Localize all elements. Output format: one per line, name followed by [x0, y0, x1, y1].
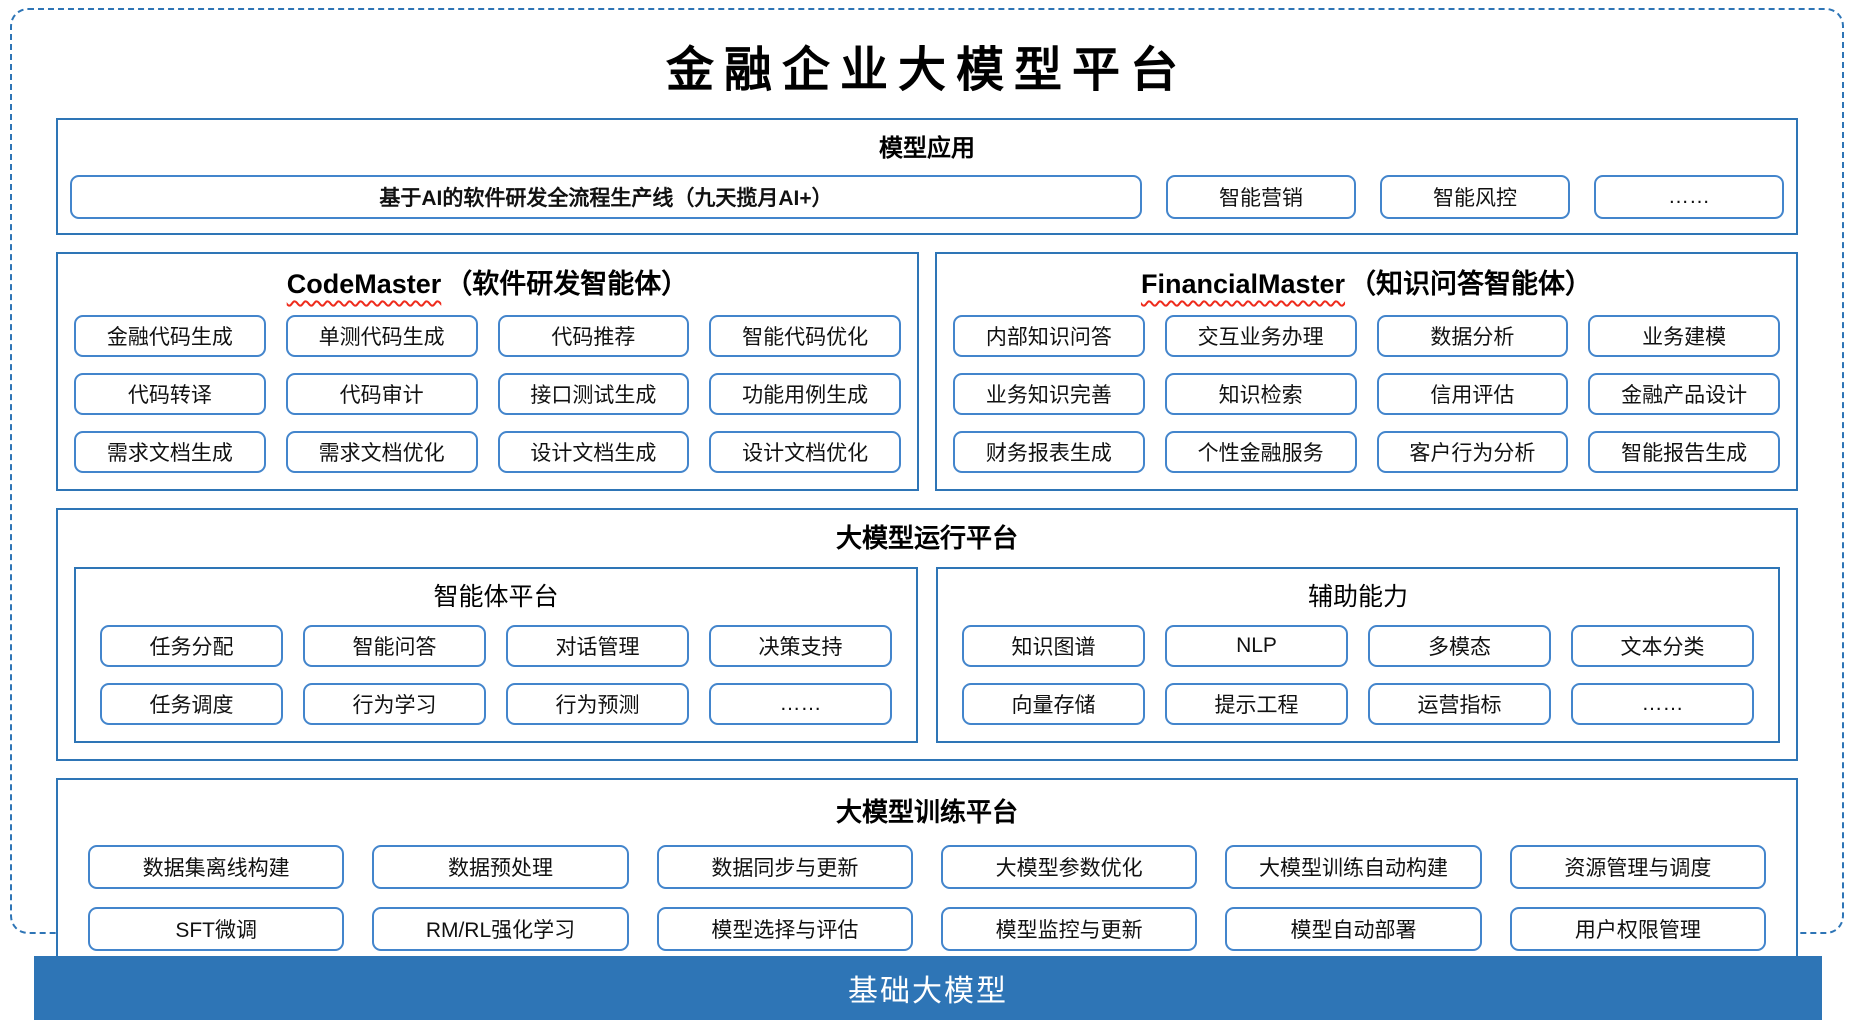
- capability-box: 行为预测: [506, 683, 689, 725]
- financialmaster-header: FinancialMaster（知识问答智能体）: [953, 254, 1780, 301]
- agent-platform-header: 智能体平台: [433, 583, 559, 611]
- capability-box: 大模型训练自动构建: [1225, 845, 1482, 889]
- training-items-grid: 数据集离线构建 数据预处理 数据同步与更新 大模型参数优化 大模型训练自动构建 …: [88, 845, 1766, 951]
- capability-box: SFT微调: [88, 907, 345, 951]
- model-app-header: 模型应用: [879, 135, 975, 162]
- capability-box: 代码转译: [74, 373, 266, 415]
- auxiliary-capability-header: 辅助能力: [1307, 583, 1408, 611]
- capability-box: 代码审计: [285, 373, 478, 415]
- training-header: 大模型训练平台: [835, 797, 1018, 827]
- codemaster-header: CodeMaster（软件研发智能体）: [74, 254, 901, 301]
- financialmaster-subtitle: （知识问答智能体）: [1349, 269, 1593, 299]
- capability-box: 知识检索: [1164, 373, 1357, 415]
- model-app-items-row: 基于AI的软件研发全流程生产线（九天揽月AI+） 智能营销 智能风控 ……: [70, 175, 1784, 219]
- model-app-item: 智能营销: [1166, 175, 1356, 219]
- capability-box: RM/RL强化学习: [372, 907, 629, 951]
- capability-box: 交互业务办理: [1164, 315, 1357, 357]
- capability-box: 财务报表生成: [953, 431, 1145, 473]
- capability-box: 智能报告生成: [1588, 431, 1780, 473]
- capability-box: 智能代码优化: [709, 315, 901, 357]
- capability-box: 模型监控与更新: [941, 907, 1198, 951]
- capability-box: ……: [1571, 683, 1754, 725]
- capability-box: 单测代码生成: [285, 315, 478, 357]
- capability-box: 设计文档优化: [709, 431, 901, 473]
- capability-box: 多模态: [1368, 625, 1551, 667]
- capability-box: 代码推荐: [497, 315, 690, 357]
- capability-box: 业务知识完善: [953, 373, 1145, 415]
- agent-platform-subsection: 智能体平台 任务分配 智能问答 对话管理 决策支持 任务调度 行为学习 行为预测…: [74, 567, 918, 743]
- capability-box: 接口测试生成: [497, 373, 690, 415]
- capability-box: 大模型参数优化: [941, 845, 1198, 889]
- capability-box: 业务建模: [1588, 315, 1780, 357]
- capability-box: 运营指标: [1368, 683, 1551, 725]
- capability-box: 提示工程: [1165, 683, 1348, 725]
- runtime-section: 大模型运行平台 智能体平台 任务分配 智能问答 对话管理 决策支持 任务调度 行…: [56, 508, 1798, 761]
- codemaster-name: CodeMaster: [286, 269, 442, 299]
- capability-box: 数据同步与更新: [656, 845, 913, 889]
- capability-box: 设计文档生成: [497, 431, 690, 473]
- auxiliary-capability-items-grid: 知识图谱 NLP 多模态 文本分类 向量存储 提示工程 运营指标 ……: [962, 625, 1754, 725]
- capability-box: NLP: [1165, 625, 1348, 667]
- runtime-header: 大模型运行平台: [835, 523, 1018, 553]
- capability-box: 智能问答: [303, 625, 486, 667]
- codemaster-items-grid: 金融代码生成 单测代码生成 代码推荐 智能代码优化 代码转译 代码审计 接口测试…: [74, 315, 901, 473]
- capability-box: ……: [709, 683, 892, 725]
- model-app-item: ……: [1594, 175, 1784, 219]
- capability-box: 任务调度: [100, 683, 283, 725]
- capability-box: 对话管理: [506, 625, 689, 667]
- model-app-section: 模型应用 基于AI的软件研发全流程生产线（九天揽月AI+） 智能营销 智能风控 …: [56, 118, 1798, 235]
- capability-box: 数据分析: [1376, 315, 1569, 357]
- model-app-primary-item: 基于AI的软件研发全流程生产线（九天揽月AI+）: [70, 175, 1142, 219]
- financialmaster-name: FinancialMaster: [1140, 269, 1346, 299]
- capability-box: 任务分配: [100, 625, 283, 667]
- capability-box: 向量存储: [962, 683, 1145, 725]
- capability-box: 金融代码生成: [74, 315, 266, 357]
- auxiliary-capability-subsection: 辅助能力 知识图谱 NLP 多模态 文本分类 向量存储 提示工程 运营指标 ……: [936, 567, 1780, 743]
- capability-box: 知识图谱: [962, 625, 1145, 667]
- capability-box: 模型选择与评估: [656, 907, 913, 951]
- financialmaster-section: FinancialMaster（知识问答智能体） 内部知识问答 交互业务办理 数…: [935, 252, 1798, 491]
- foundation-model-label: 基础大模型: [848, 975, 1008, 1008]
- capability-box: 信用评估: [1376, 373, 1569, 415]
- platform-outer-border: 金融企业大模型平台 模型应用 基于AI的软件研发全流程生产线（九天揽月AI+） …: [10, 8, 1844, 973]
- capability-box: 资源管理与调度: [1509, 845, 1766, 889]
- capability-box: 数据预处理: [372, 845, 629, 889]
- capability-box: 个性金融服务: [1164, 431, 1357, 473]
- capability-box: 内部知识问答: [953, 315, 1145, 357]
- capability-box: 决策支持: [709, 625, 892, 667]
- capability-box: 行为学习: [303, 683, 486, 725]
- codemaster-subtitle: （软件研发智能体）: [445, 269, 689, 299]
- capability-box: 文本分类: [1571, 625, 1754, 667]
- capability-box: 金融产品设计: [1588, 373, 1780, 415]
- training-section: 大模型训练平台 数据集离线构建 数据预处理 数据同步与更新 大模型参数优化 大模…: [56, 778, 1798, 973]
- financialmaster-items-grid: 内部知识问答 交互业务办理 数据分析 业务建模 业务知识完善 知识检索 信用评估…: [953, 315, 1780, 473]
- capability-box: 数据集离线构建: [88, 845, 345, 889]
- capability-box: 需求文档优化: [285, 431, 478, 473]
- model-app-item: 智能风控: [1380, 175, 1570, 219]
- capability-box: 功能用例生成: [709, 373, 901, 415]
- capability-box: 用户权限管理: [1509, 907, 1766, 951]
- foundation-model-bar: 基础大模型: [34, 956, 1822, 1020]
- agents-row: CodeMaster（软件研发智能体） 金融代码生成 单测代码生成 代码推荐 智…: [56, 252, 1798, 491]
- capability-box: 模型自动部署: [1225, 907, 1482, 951]
- page-title: 金融企业大模型平台: [665, 44, 1188, 97]
- agent-platform-items-grid: 任务分配 智能问答 对话管理 决策支持 任务调度 行为学习 行为预测 ……: [100, 625, 892, 725]
- capability-box: 客户行为分析: [1376, 431, 1569, 473]
- codemaster-section: CodeMaster（软件研发智能体） 金融代码生成 单测代码生成 代码推荐 智…: [56, 252, 919, 491]
- runtime-subsections-row: 智能体平台 任务分配 智能问答 对话管理 决策支持 任务调度 行为学习 行为预测…: [74, 567, 1780, 743]
- capability-box: 需求文档生成: [74, 431, 266, 473]
